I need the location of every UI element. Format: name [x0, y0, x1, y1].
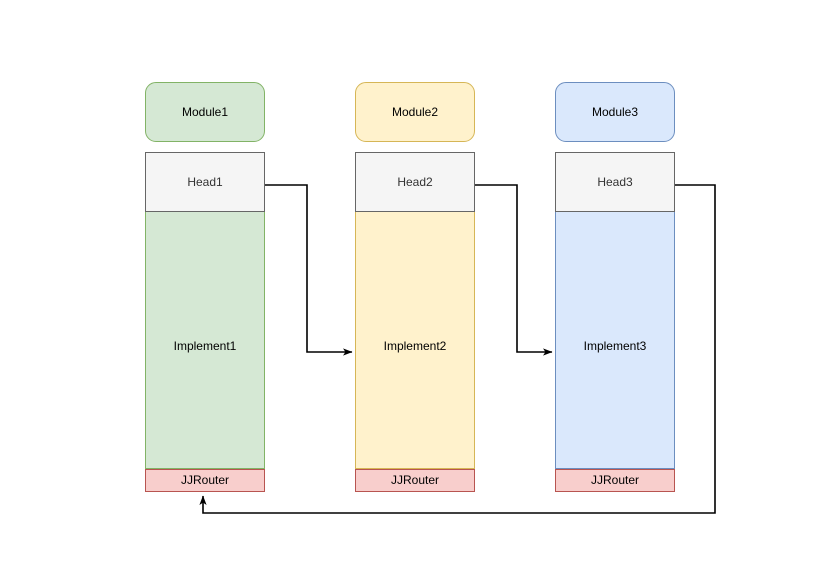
implement-label-2: Implement2: [383, 339, 447, 353]
head-box-1[interactable]: Head1: [145, 152, 265, 212]
router-box-2[interactable]: JJRouter: [355, 469, 475, 492]
module-pill-1[interactable]: Module1: [145, 82, 265, 142]
module-pill-label-3: Module3: [591, 104, 639, 119]
implement-box-2[interactable]: Implement2: [355, 212, 475, 469]
router-label-3: JJRouter: [590, 473, 640, 488]
implement-box-1[interactable]: Implement1: [145, 212, 265, 469]
module-pill-label-2: Module2: [391, 104, 439, 119]
implement-label-3: Implement3: [583, 339, 647, 353]
module-pill-2[interactable]: Module2: [355, 82, 475, 142]
router-label-2: JJRouter: [390, 473, 440, 488]
implement-box-3[interactable]: Implement3: [555, 212, 675, 469]
connector-head1-to-implement2: [265, 184, 353, 356]
module-pill-3[interactable]: Module3: [555, 82, 675, 142]
connector-head2-to-implement3: [475, 184, 553, 356]
head-label-1: Head1: [187, 174, 223, 189]
implement-label-1: Implement1: [173, 339, 237, 353]
router-box-3[interactable]: JJRouter: [555, 469, 675, 492]
head-box-2[interactable]: Head2: [355, 152, 475, 212]
router-label-1: JJRouter: [180, 473, 230, 488]
head-box-3[interactable]: Head3: [555, 152, 675, 212]
module-pill-label-1: Module1: [181, 104, 229, 119]
router-box-1[interactable]: JJRouter: [145, 469, 265, 492]
head-label-3: Head3: [597, 174, 633, 189]
head-label-2: Head2: [397, 174, 433, 189]
